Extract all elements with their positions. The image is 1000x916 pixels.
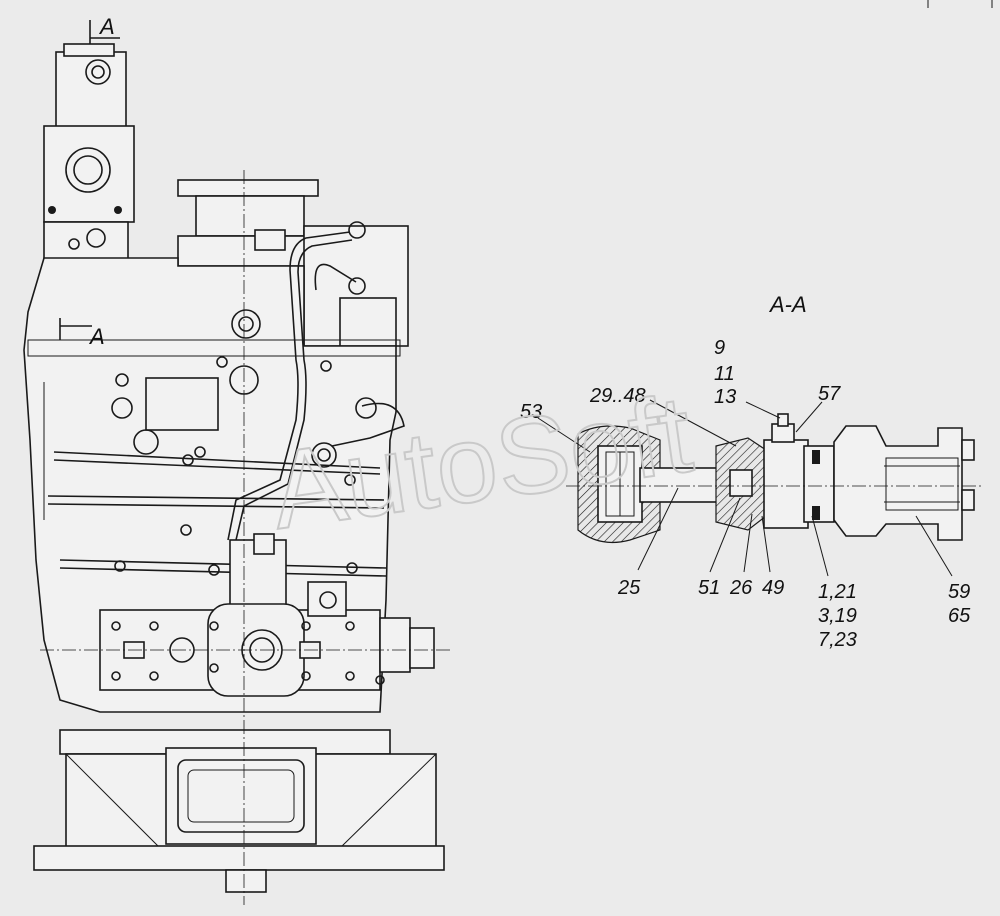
callout-53: 53	[520, 401, 542, 423]
cylinder-body	[763, 439, 809, 529]
callout-49: 49	[762, 577, 784, 599]
callout-26: 26	[729, 577, 753, 599]
section-mark-side-label: A	[88, 324, 105, 349]
corner-mark	[927, 0, 993, 8]
section-title: А-А	[768, 292, 807, 317]
callout-51: 51	[698, 577, 720, 599]
section-mark-top: A	[89, 14, 120, 48]
pipe-lines	[227, 231, 405, 541]
callout-65: 65	[948, 605, 971, 627]
section-mark-top-label: A	[98, 14, 115, 39]
top-valve-block	[43, 43, 135, 269]
callout-7-23: 7,23	[818, 629, 857, 651]
leader-lines	[537, 399, 953, 577]
callout-9: 9	[714, 337, 725, 359]
callout-3-19: 3,19	[818, 605, 857, 627]
shaft	[639, 467, 731, 503]
callout-11: 11	[714, 363, 735, 385]
callout-25: 25	[617, 577, 641, 599]
clutch-housing	[33, 729, 445, 893]
main-housing	[23, 257, 401, 713]
right-actuator-housing	[833, 425, 963, 541]
section-a-a-view: А-А	[520, 292, 984, 651]
callout-57: 57	[818, 383, 841, 405]
callout-59: 59	[948, 581, 970, 603]
callout-29-48: 29..48	[589, 385, 646, 407]
callout-labels: 53 29..48 9 11 13 57 25 51 26 49 1,21 3,…	[520, 337, 971, 651]
section-mark-side: A	[59, 318, 105, 349]
callout-1-21: 1,21	[818, 581, 857, 603]
top-flange	[177, 179, 319, 267]
gearbox-assembly-view: A	[23, 14, 452, 905]
upper-right-housing	[254, 221, 409, 347]
callout-13: 13	[714, 386, 736, 408]
